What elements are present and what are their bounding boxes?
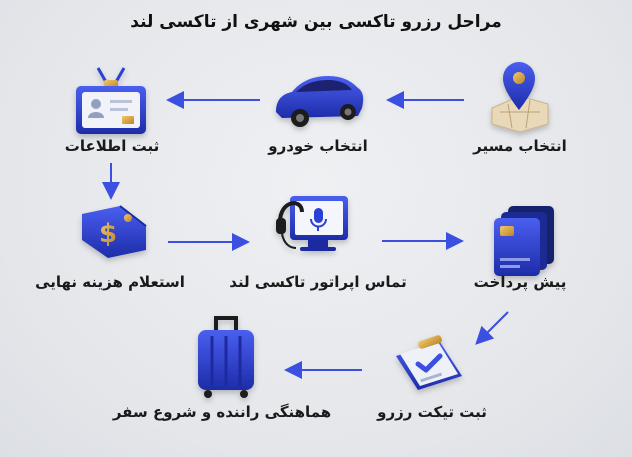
step-label-ticket: ثبت تیکت رزرو [377,403,487,421]
car-icon [276,76,364,127]
step-label-prepay: پیش پرداخت [473,273,567,291]
step-label-price: استعلام هزینه نهایی [35,273,185,291]
step-label-car: انتخاب خودرو [268,137,368,155]
step-label-trip: هماهنگی راننده و شروع سفر [112,403,332,421]
arrow-prepay-to-ticket [475,311,509,345]
step-label-info: ثبت اطلاعات [64,137,160,155]
credit-card-icon [494,206,554,276]
svg-text:$: $ [99,219,117,249]
map-pin-icon [491,62,549,133]
monitor-headset-icon [276,196,348,251]
step-label-operator: تماس اپراتور تاکسی لند [229,273,407,291]
price-tag-icon: $ [82,205,147,258]
diagram-title: مراحل رزرو تاکسی بین شهری از تاکسی لند [130,12,502,32]
id-card-icon [76,67,146,134]
suitcase-icon [198,316,254,398]
ticket-check-icon [396,335,462,390]
step-label-route: انتخاب مسیر [473,137,567,155]
